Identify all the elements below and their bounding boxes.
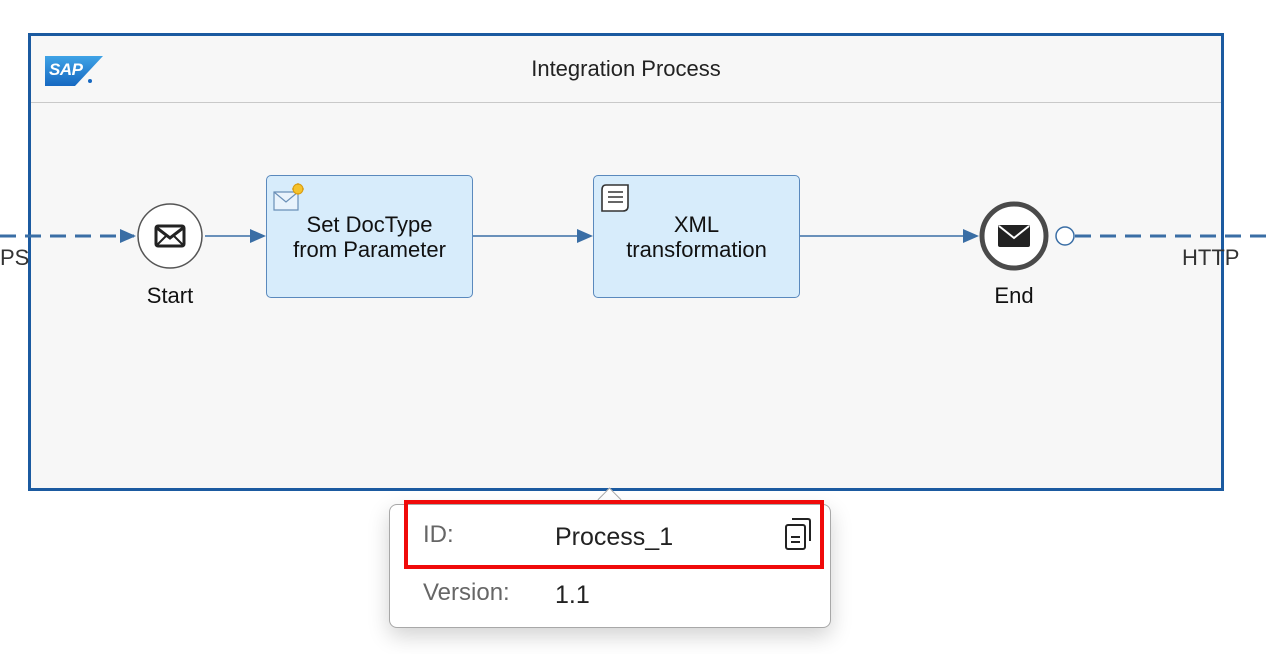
version-value: 1.1	[555, 581, 590, 609]
start-event[interactable]	[137, 203, 203, 269]
version-label: Version:	[423, 579, 510, 606]
id-highlight-box	[404, 500, 824, 569]
id-label: ID:	[423, 521, 454, 548]
sap-logo: SAP	[45, 56, 105, 86]
script-icon	[598, 182, 632, 214]
end-event[interactable]	[979, 201, 1049, 271]
copy-icon[interactable]	[783, 517, 813, 551]
task-xml-transformation-label: XML transformation	[626, 211, 767, 262]
pool-title: Integration Process	[531, 56, 721, 81]
envelope-filled-icon	[998, 225, 1030, 247]
pool-header	[31, 36, 1221, 103]
task-xml-transformation[interactable]: XML transformation	[593, 175, 800, 298]
start-event-label: Start	[146, 283, 194, 308]
envelope-icon	[154, 224, 186, 248]
task-set-doctype[interactable]: Set DocType from Parameter	[266, 175, 473, 298]
content-modifier-icon	[271, 182, 305, 214]
sap-logo-text: SAP	[49, 60, 83, 79]
id-value: Process_1	[555, 523, 674, 551]
outgoing-adapter-label: HTTP	[1182, 245, 1240, 270]
incoming-adapter-label: PS	[0, 245, 30, 270]
end-event-label: End	[994, 283, 1034, 308]
message-flow-origin-marker	[1055, 226, 1075, 246]
task-set-doctype-label: Set DocType from Parameter	[293, 211, 446, 262]
